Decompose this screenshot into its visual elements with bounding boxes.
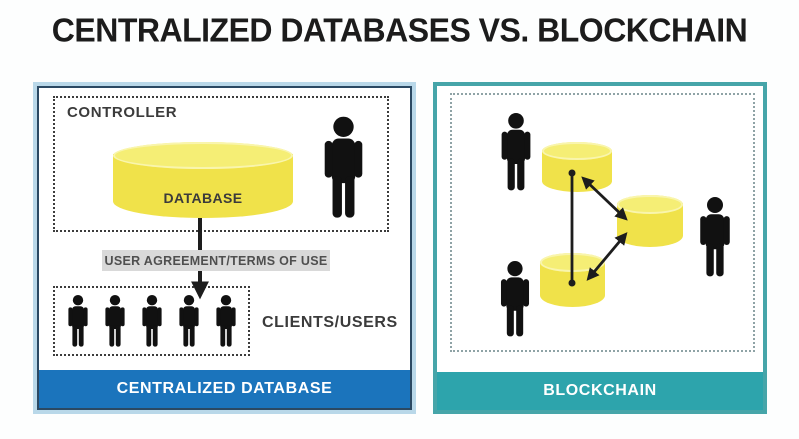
client-person-icon xyxy=(65,295,91,347)
client-person-icon xyxy=(176,295,202,347)
clients-boundary-box xyxy=(53,286,250,356)
user-agreement-label: USER AGREEMENT/TERMS OF USE xyxy=(102,250,330,271)
clients-users-label: CLIENTS/USERS xyxy=(262,314,398,331)
client-person-icon xyxy=(102,295,128,347)
blockchain-boundary-box xyxy=(450,93,755,352)
peer-person-icon xyxy=(498,113,534,191)
blockchain-node-cylinder-icon xyxy=(617,195,683,247)
client-person-icon xyxy=(213,295,239,347)
controller-label: CONTROLLER xyxy=(67,104,178,121)
controller-person-icon xyxy=(320,115,367,220)
peer-person-icon xyxy=(497,261,533,337)
blockchain-panel: BLOCKCHAIN xyxy=(433,82,767,414)
peer-person-icon xyxy=(696,197,734,277)
centralized-database-footer: CENTRALIZED DATABASE xyxy=(39,370,410,408)
controller-boundary-box xyxy=(53,96,389,232)
blockchain-node-cylinder-icon xyxy=(542,142,612,192)
database-cylinder-icon: DATABASE xyxy=(113,142,293,218)
database-label: DATABASE xyxy=(163,189,243,206)
blockchain-footer: BLOCKCHAIN xyxy=(437,372,763,410)
centralized-database-panel: CONTROLLER DATABASE USER AGREEMENT/TERMS… xyxy=(33,82,416,414)
page-title: CENTRALIZED DATABASES VS. BLOCKCHAIN xyxy=(51,11,748,49)
blockchain-node-cylinder-icon xyxy=(540,253,605,307)
client-person-icon xyxy=(139,295,165,347)
